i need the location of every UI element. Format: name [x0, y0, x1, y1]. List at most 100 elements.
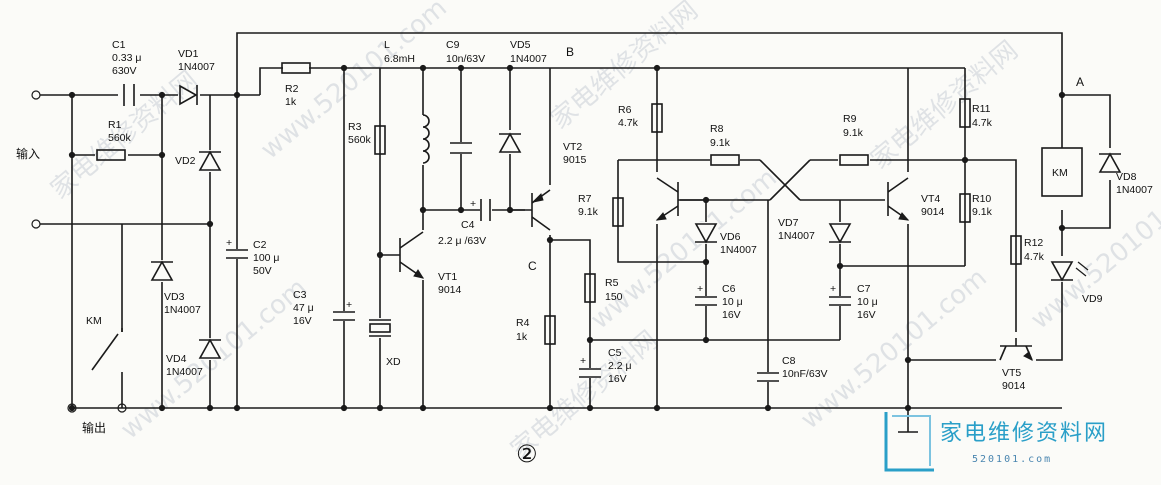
svg-text:R6: R6 [618, 104, 632, 116]
logo-text: 家电维修资料网 [940, 421, 1108, 446]
svg-text:9.1k: 9.1k [578, 206, 599, 218]
logo-url: 520101.com [972, 454, 1052, 465]
svg-text:560k: 560k [108, 132, 132, 144]
svg-text:R10: R10 [972, 193, 991, 205]
svg-text:10nF/63V: 10nF/63V [782, 368, 828, 380]
svg-text:50V: 50V [253, 265, 272, 277]
led-vd9 [1050, 256, 1089, 282]
label-km-switch: KM [86, 315, 102, 327]
svg-text:R11: R11 [972, 103, 991, 115]
svg-text:1N4007: 1N4007 [510, 53, 547, 65]
svg-text:VD8: VD8 [1116, 171, 1137, 183]
svg-text:+: + [226, 237, 232, 249]
svg-text:www.520101.com: www.520101.com [795, 263, 993, 436]
svg-text:10n/63V: 10n/63V [446, 53, 485, 65]
svg-text:C5: C5 [608, 347, 622, 359]
svg-text:R5: R5 [605, 277, 619, 289]
diode-vd8 [1098, 150, 1122, 174]
svg-text:47 μ: 47 μ [293, 302, 314, 314]
diode-vd1 [179, 84, 198, 106]
inductor-l [418, 114, 434, 165]
labels: 输入 输出 KM C1 0.33 μ 630V VD1 1N4007 R1 56… [16, 39, 1153, 468]
svg-text:L: L [384, 39, 390, 51]
svg-text:9.1k: 9.1k [710, 137, 731, 149]
capacitor-c8 [757, 372, 779, 382]
svg-text:R9: R9 [843, 113, 857, 125]
svg-text:1k: 1k [516, 331, 528, 343]
svg-text:KM: KM [1052, 167, 1068, 179]
svg-text:VD1: VD1 [178, 48, 199, 60]
diode-vd5 [498, 130, 522, 154]
diode-vd2 [198, 150, 222, 172]
resistor-r2 [281, 62, 311, 74]
svg-text:XD: XD [386, 356, 401, 368]
svg-text:C: C [528, 259, 537, 273]
svg-text:9.1k: 9.1k [972, 206, 993, 218]
svg-text:C6: C6 [722, 283, 736, 295]
svg-text:VD5: VD5 [510, 39, 531, 51]
transistor-vt2 [510, 185, 555, 235]
junctions [68, 64, 1066, 412]
capacitor-c9 [450, 142, 472, 154]
svg-text:家电维修资料网: 家电维修资料网 [865, 35, 1024, 175]
svg-text:16V: 16V [722, 309, 741, 321]
svg-text:A: A [1076, 75, 1084, 89]
svg-text:9014: 9014 [1002, 380, 1026, 392]
svg-text:R4: R4 [516, 317, 530, 329]
svg-text:C2: C2 [253, 239, 267, 251]
svg-text:1N4007: 1N4007 [778, 230, 815, 242]
resistor-r8 [710, 154, 740, 166]
svg-text:+: + [580, 355, 586, 367]
capacitor-c7: + [829, 283, 851, 306]
svg-text:1k: 1k [285, 96, 297, 108]
diode-vd7 [828, 222, 852, 244]
svg-text:R7: R7 [578, 193, 592, 205]
label-input: 输入 [16, 146, 40, 161]
svg-text:R12: R12 [1024, 237, 1043, 249]
svg-text:2.2 μ /63V: 2.2 μ /63V [438, 235, 486, 247]
svg-text:4.7k: 4.7k [618, 117, 639, 129]
svg-text:C4: C4 [461, 219, 475, 231]
svg-text:2.2 μ: 2.2 μ [608, 360, 632, 372]
svg-text:C9: C9 [446, 39, 460, 51]
svg-text:16V: 16V [857, 309, 876, 321]
svg-text:C1: C1 [112, 39, 126, 51]
svg-text:1N4007: 1N4007 [166, 366, 203, 378]
svg-text:1N4007: 1N4007 [178, 61, 215, 73]
svg-text:9015: 9015 [563, 154, 587, 166]
svg-text:C7: C7 [857, 283, 871, 295]
svg-text:VD9: VD9 [1082, 293, 1103, 305]
svg-text:560k: 560k [348, 134, 372, 146]
transistor-vt1 [380, 230, 425, 280]
svg-text:9.1k: 9.1k [843, 127, 864, 139]
terminals [31, 90, 127, 413]
svg-text:R2: R2 [285, 83, 299, 95]
svg-text:10 μ: 10 μ [857, 296, 878, 308]
svg-text:VT2: VT2 [563, 141, 582, 153]
svg-text:150: 150 [605, 291, 623, 303]
svg-text:1N4007: 1N4007 [720, 244, 757, 256]
svg-text:1N4007: 1N4007 [1116, 184, 1153, 196]
svg-text:4.7k: 4.7k [1024, 251, 1045, 263]
crystal-xd [369, 318, 391, 338]
svg-text:100 μ: 100 μ [253, 252, 280, 264]
capacitor-c1 [123, 84, 135, 106]
svg-text:R3: R3 [348, 121, 362, 133]
svg-text:VD4: VD4 [166, 353, 187, 365]
svg-text:VD6: VD6 [720, 231, 741, 243]
svg-text:9014: 9014 [921, 206, 945, 218]
site-logo: 家电维修资料网 520101.com [884, 412, 1108, 472]
svg-text:1N4007: 1N4007 [164, 304, 201, 316]
svg-text:+: + [470, 198, 476, 210]
svg-text:B: B [566, 45, 574, 59]
transistor-vt3 [640, 172, 706, 224]
svg-text:VT1: VT1 [438, 271, 457, 283]
svg-text:+: + [830, 283, 836, 295]
svg-text:VD7: VD7 [778, 217, 799, 229]
capacitor-c3: + [333, 299, 355, 321]
diode-vd6 [694, 222, 718, 244]
capacitor-c5: + [579, 355, 601, 378]
transistor-vt4 [885, 172, 915, 224]
svg-text:4.7k: 4.7k [972, 117, 993, 129]
